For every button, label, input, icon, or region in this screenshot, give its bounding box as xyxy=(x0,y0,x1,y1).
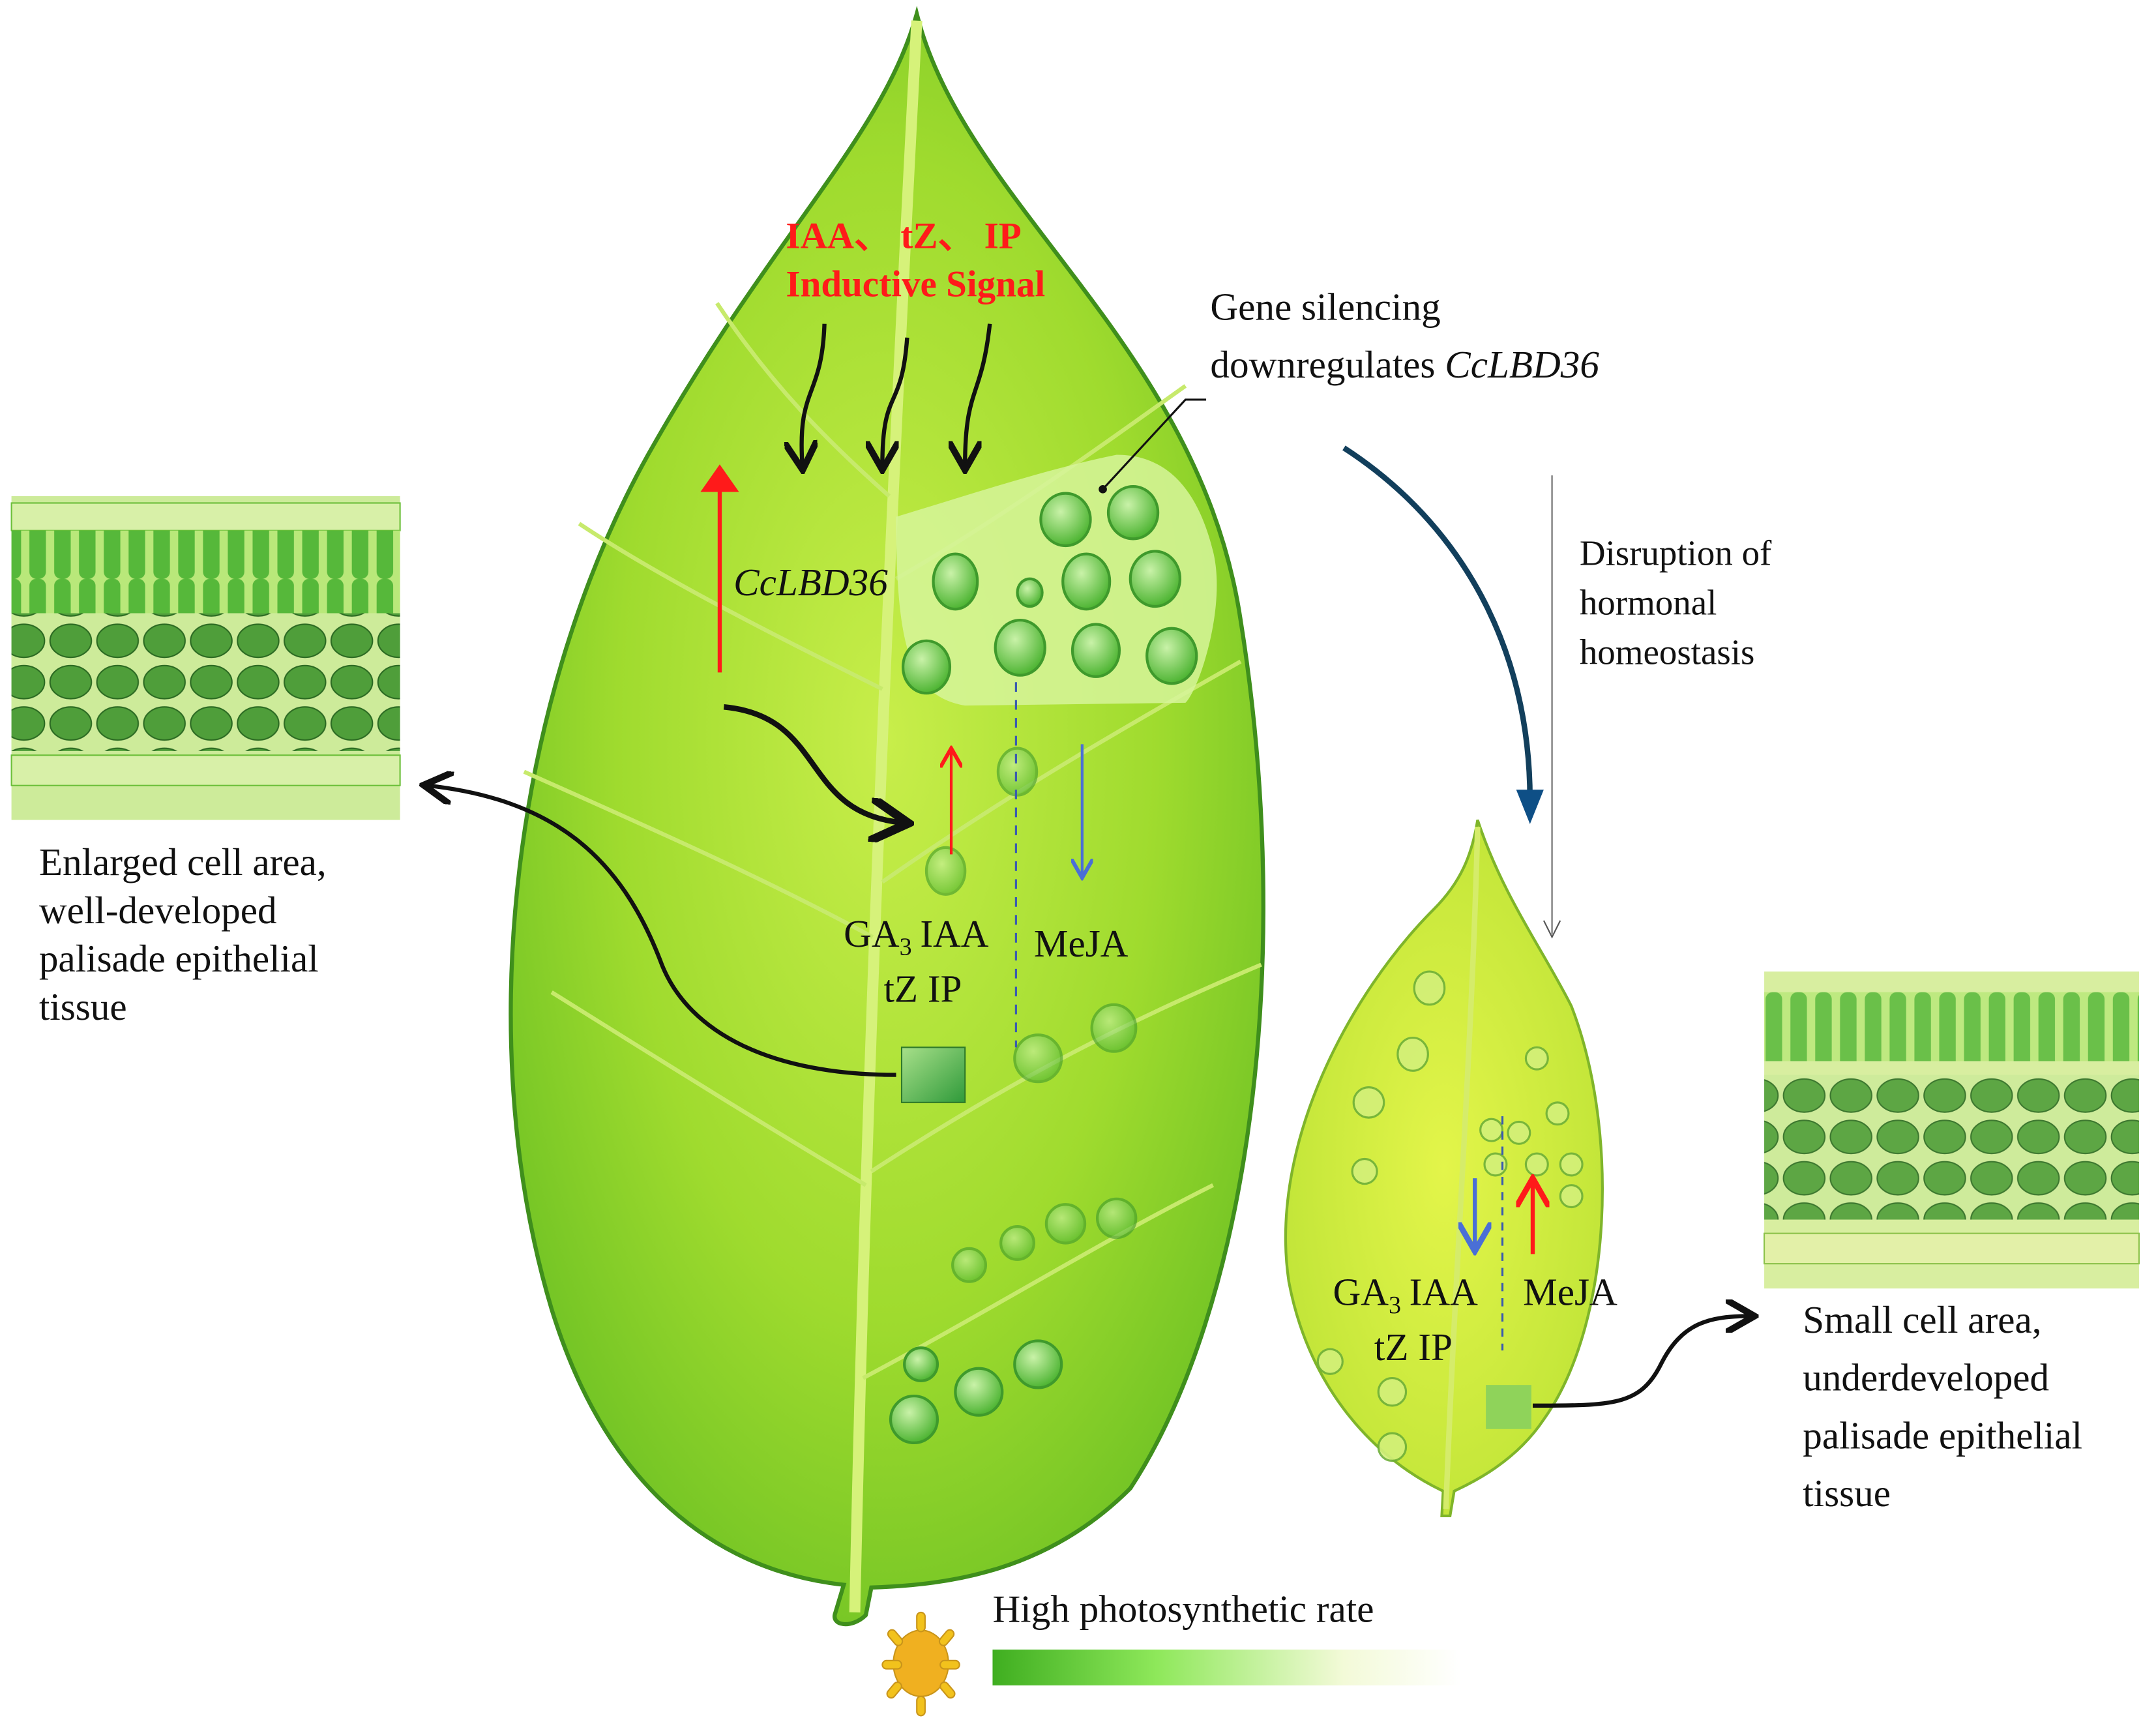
signal-label: Inductive Signal xyxy=(786,263,1045,304)
large-leaf-meja: MeJA xyxy=(1034,922,1129,965)
disruption-label: Disruption of hormonal homeostasis xyxy=(1580,533,1772,672)
gene-label: CcLBD36 xyxy=(733,561,888,604)
up-arrow-icon xyxy=(700,464,739,673)
curved-arrow-icon xyxy=(1342,445,1533,799)
right-caption: Small cell area, underdeveloped palisade… xyxy=(1803,1298,2082,1515)
svg-text:well-developed: well-developed xyxy=(39,889,277,932)
svg-text:tissue: tissue xyxy=(39,985,127,1028)
small-leaf xyxy=(1284,819,1604,1518)
sun-icon xyxy=(881,1611,960,1717)
left-caption: Enlarged cell area, well-developed palis… xyxy=(39,840,327,1028)
curved-arrow-icon xyxy=(1532,1316,1750,1408)
cell-cluster xyxy=(889,484,1198,1445)
signal-hormones: IAA、 tZ、 IP xyxy=(786,215,1021,256)
svg-text:palisade epithelial: palisade epithelial xyxy=(39,937,319,980)
small-leaf-tz-ip: tZ IP xyxy=(1374,1326,1453,1369)
svg-text:underdeveloped: underdeveloped xyxy=(1803,1356,2049,1399)
curved-arrow-icon xyxy=(723,704,903,823)
svg-text:palisade epithelial: palisade epithelial xyxy=(1803,1414,2082,1457)
tissue-sample-square xyxy=(1486,1385,1531,1429)
signal-arrows xyxy=(802,323,992,466)
tissue-sample-square xyxy=(900,1046,966,1103)
silencing-line1: Gene silencing xyxy=(1210,285,1440,328)
svg-text:tissue: tissue xyxy=(1803,1472,1891,1515)
photosynthesis-gradient-bar xyxy=(992,1649,1462,1685)
svg-text:Enlarged cell area,: Enlarged cell area, xyxy=(39,840,327,883)
svg-text:Small cell area,: Small cell area, xyxy=(1803,1298,2041,1341)
svg-text:hormonal: hormonal xyxy=(1580,583,1717,623)
callout-line xyxy=(1102,398,1207,490)
photosynthesis-label: High photosynthetic rate xyxy=(992,1588,1374,1631)
large-leaf-tz-ip: tZ IP xyxy=(883,968,962,1011)
svg-text:homeostasis: homeostasis xyxy=(1580,632,1755,672)
silencing-line2: downregulates CcLBD36 xyxy=(1210,343,1599,386)
small-leaf-meja: MeJA xyxy=(1523,1271,1617,1314)
left-micrograph xyxy=(10,496,401,820)
curved-arrow-icon xyxy=(428,786,896,1077)
svg-text:Disruption of: Disruption of xyxy=(1580,533,1772,573)
right-micrograph xyxy=(1764,971,2140,1289)
